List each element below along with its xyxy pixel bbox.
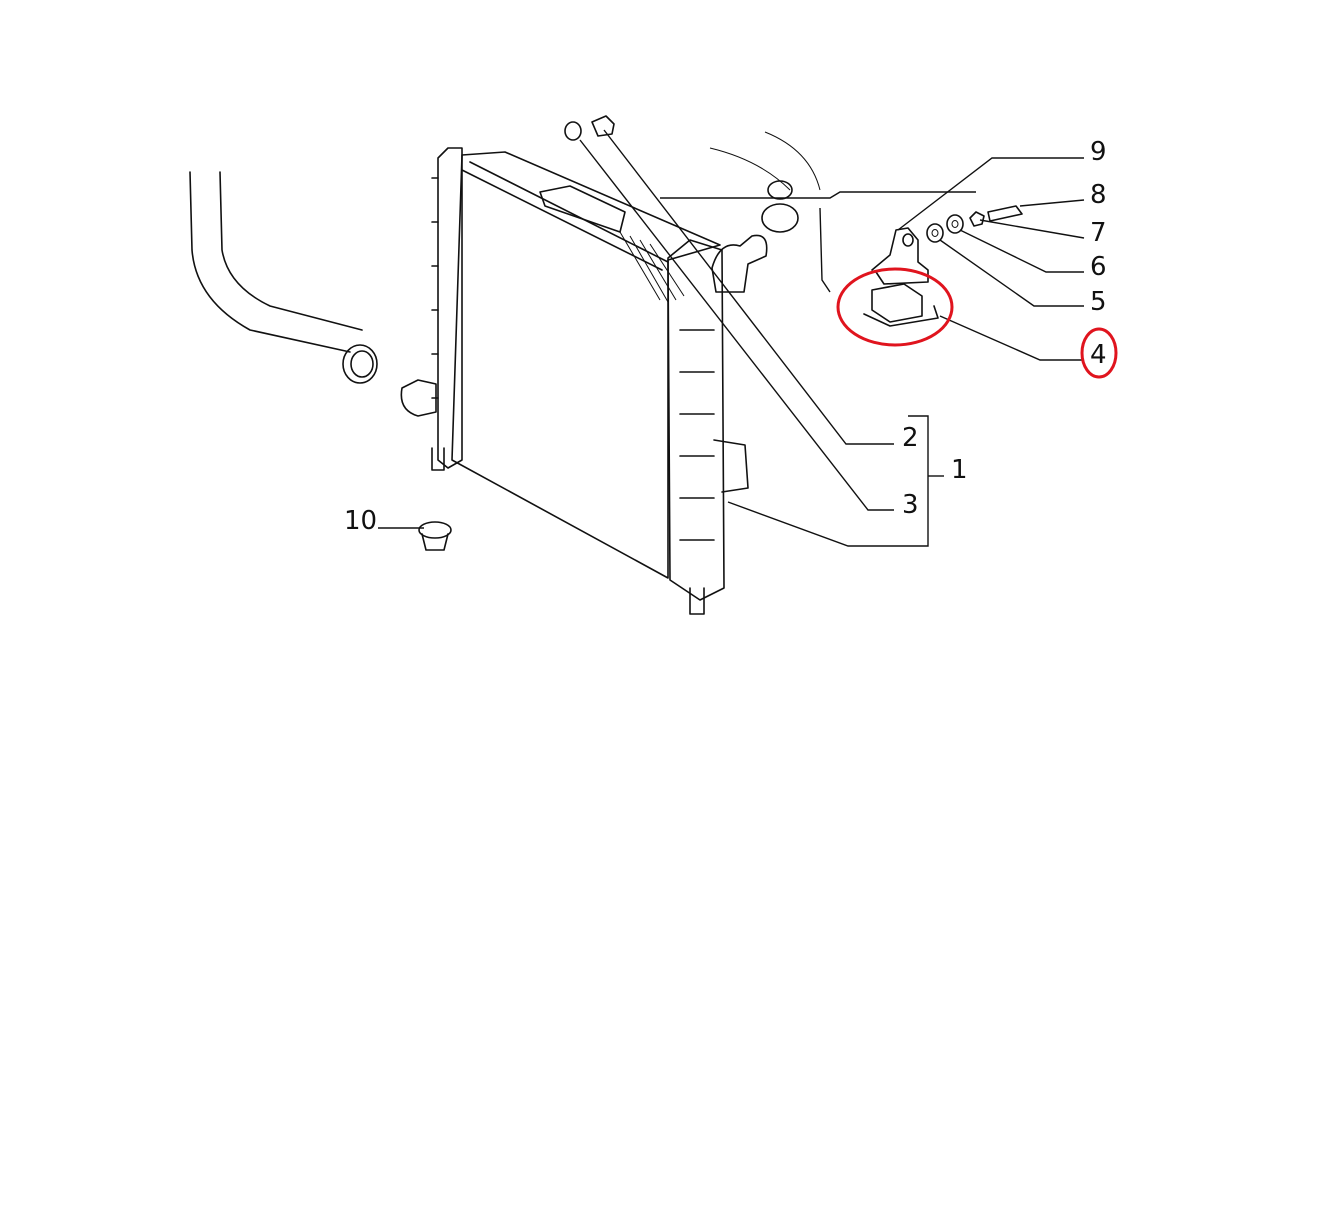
callout-3: 3 xyxy=(902,490,919,520)
callout-9: 9 xyxy=(1090,137,1107,167)
callout-10: 10 xyxy=(344,506,377,536)
radiator xyxy=(400,147,768,615)
callout-2: 2 xyxy=(902,423,919,453)
rubber-mount xyxy=(863,283,939,327)
highlight-marks xyxy=(836,267,1118,379)
leader-lines xyxy=(378,129,1085,547)
callout-7: 7 xyxy=(1090,218,1107,248)
callout-8: 8 xyxy=(1090,180,1107,210)
callout-4: 4 xyxy=(1090,340,1107,370)
callout-1: 1 xyxy=(951,455,968,485)
callout-6: 6 xyxy=(1090,252,1107,282)
callout-labels: 9 8 7 6 5 4 2 1 3 10 xyxy=(344,137,1107,536)
highlight-circle-number xyxy=(1080,327,1118,379)
highlight-circle-part xyxy=(836,267,954,347)
top-fasteners xyxy=(564,115,615,141)
lower-hose xyxy=(189,171,378,384)
mount-bracket xyxy=(871,205,1023,285)
upper-hose xyxy=(709,131,821,233)
grommet xyxy=(418,521,452,551)
callout-5: 5 xyxy=(1090,287,1107,317)
